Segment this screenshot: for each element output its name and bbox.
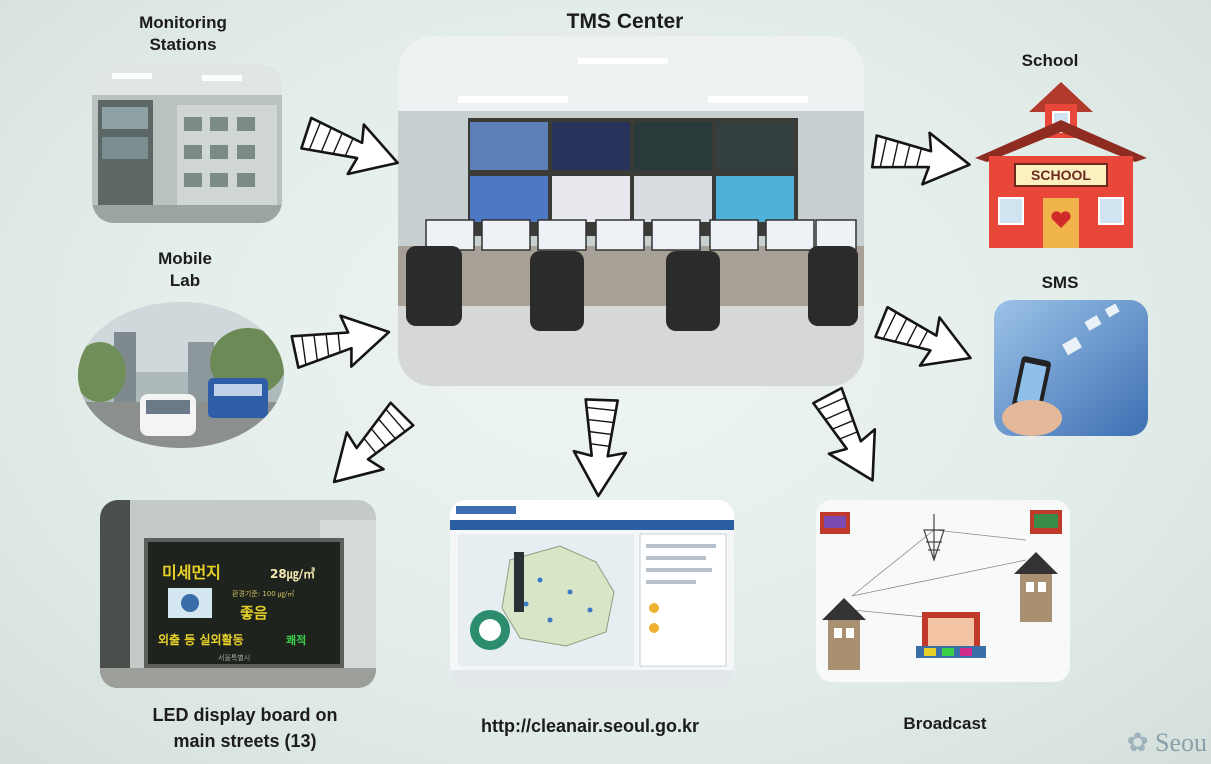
label-led-line1: LED display board on bbox=[152, 705, 338, 725]
label-monitoring-stations: Monitoring Stations bbox=[108, 12, 258, 56]
label-mobile-lab: Mobile Lab bbox=[120, 248, 250, 292]
school-illustration: SCHOOL bbox=[975, 80, 1147, 248]
school-sign-text: SCHOOL bbox=[1031, 167, 1091, 183]
arrow-mobile-to-tms bbox=[290, 314, 391, 369]
label-broadcast: Broadcast bbox=[903, 714, 987, 733]
arrow-monitoring-to-tms bbox=[300, 116, 399, 176]
led-standard: 환경기준: 100 ㎍/㎥ bbox=[232, 589, 294, 599]
arrow-tms-to-website bbox=[572, 398, 628, 498]
led-title: 미세먼지 bbox=[162, 563, 221, 582]
label-monitoring-line2: Stations bbox=[149, 35, 217, 54]
tms-center-photo bbox=[398, 36, 864, 386]
label-led-display: LED display board on main streets (13) bbox=[100, 702, 390, 754]
led-status: 좋음 bbox=[240, 604, 268, 622]
monitoring-stations-photo bbox=[92, 65, 282, 223]
led-org: 서울특별시 bbox=[218, 653, 250, 662]
label-led-line2: main streets (13) bbox=[173, 731, 317, 751]
mobile-lab-photo bbox=[78, 302, 284, 448]
label-monitoring-line1: Monitoring bbox=[139, 13, 227, 32]
arrow-tms-to-sms bbox=[874, 305, 972, 367]
seoul-watermark-text: Seou bbox=[1155, 728, 1207, 757]
arrow-tms-to-led bbox=[332, 401, 415, 484]
label-mobile-line1: Mobile bbox=[158, 249, 212, 268]
label-sms: SMS bbox=[1041, 273, 1079, 292]
seoul-watermark: ✿ Seou bbox=[1127, 728, 1207, 758]
led-advice: 외출 등 실외활동 bbox=[158, 632, 244, 647]
school-icon: SCHOOL bbox=[975, 82, 1147, 248]
arrow-tms-to-broadcast bbox=[812, 386, 877, 482]
led-value: 28㎍/㎥ bbox=[270, 566, 315, 582]
led-advice-status: 쾌적 bbox=[286, 633, 306, 647]
mobile-lab-image bbox=[78, 302, 284, 448]
label-school: School bbox=[1021, 51, 1079, 70]
arrow-tms-to-school bbox=[870, 131, 971, 186]
control-room-image bbox=[398, 36, 864, 386]
label-tms-center: TMS Center bbox=[566, 10, 684, 33]
broadcast-image bbox=[816, 500, 1070, 682]
monitoring-stations-image bbox=[92, 65, 282, 223]
sms-phone-image bbox=[994, 300, 1148, 436]
led-board-image: 미세먼지 28㎍/㎥ 환경기준: 100 ㎍/㎥ 좋음 외출 등 실외활동 쾌적… bbox=[100, 500, 376, 688]
website-screenshot bbox=[450, 500, 734, 688]
website-image bbox=[450, 500, 734, 688]
label-website: http://cleanair.seoul.go.kr bbox=[480, 716, 700, 736]
label-mobile-line2: Lab bbox=[169, 271, 201, 290]
sms-photo bbox=[994, 300, 1148, 436]
seoul-logo-icon: ✿ bbox=[1126, 728, 1149, 757]
led-display-photo: 미세먼지 28㎍/㎥ 환경기준: 100 ㎍/㎥ 좋음 외출 등 실외활동 쾌적… bbox=[100, 500, 376, 688]
broadcast-diagram bbox=[816, 500, 1070, 682]
